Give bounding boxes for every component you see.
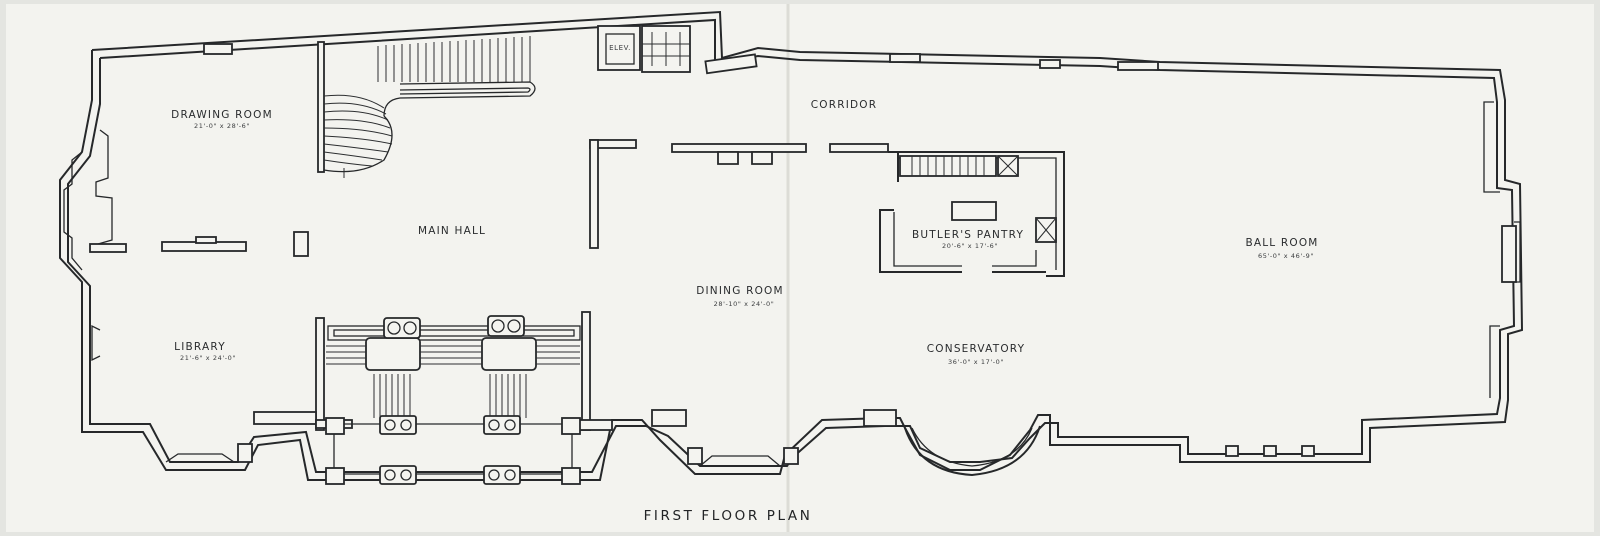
label-ball-room: BALL ROOM (1245, 237, 1318, 249)
butlers-pantry-walls (879, 151, 1065, 277)
conservatory-bay (904, 425, 1041, 477)
dims-dining-room: 28'-10" x 24'-0" (714, 300, 775, 308)
dims-butlers-pantry: 20'-6" x 17'-6" (942, 242, 998, 250)
label-main-hall: MAIN HALL (418, 225, 486, 237)
label-library: LIBRARY (174, 341, 226, 353)
outer-walls (59, 10, 1524, 481)
elevator (597, 25, 758, 75)
newel-posts-upper (383, 315, 525, 339)
dims-conservatory: 36'-0" x 17'-0" (948, 358, 1004, 366)
main-staircase (323, 36, 536, 178)
label-dining-room: DINING ROOM (696, 285, 784, 297)
label-conservatory: CONSERVATORY (927, 343, 1025, 355)
dims-library: 21'-6" x 24'-0" (180, 354, 236, 362)
dims-drawing-room: 21'-0" x 28'-6" (194, 122, 250, 130)
label-butlers-pantry: BUTLER'S PANTRY (912, 229, 1024, 241)
dims-ball-room: 65'-0" x 46'-9" (1258, 252, 1314, 260)
plan-title: FIRST FLOOR PLAN (644, 508, 813, 524)
west-bay-window (63, 129, 113, 362)
newel-posts-lower (325, 415, 581, 485)
label-elevator: ELEV. (609, 44, 631, 52)
label-drawing-room: DRAWING ROOM (171, 109, 273, 121)
room-labels: DRAWING ROOM 21'-0" x 28'-6" MAIN HALL L… (171, 44, 1318, 366)
ballroom-east-bay (1483, 101, 1521, 398)
label-corridor: CORRIDOR (811, 99, 878, 111)
entrance-stairs (325, 315, 581, 485)
south-bays (165, 443, 1315, 467)
